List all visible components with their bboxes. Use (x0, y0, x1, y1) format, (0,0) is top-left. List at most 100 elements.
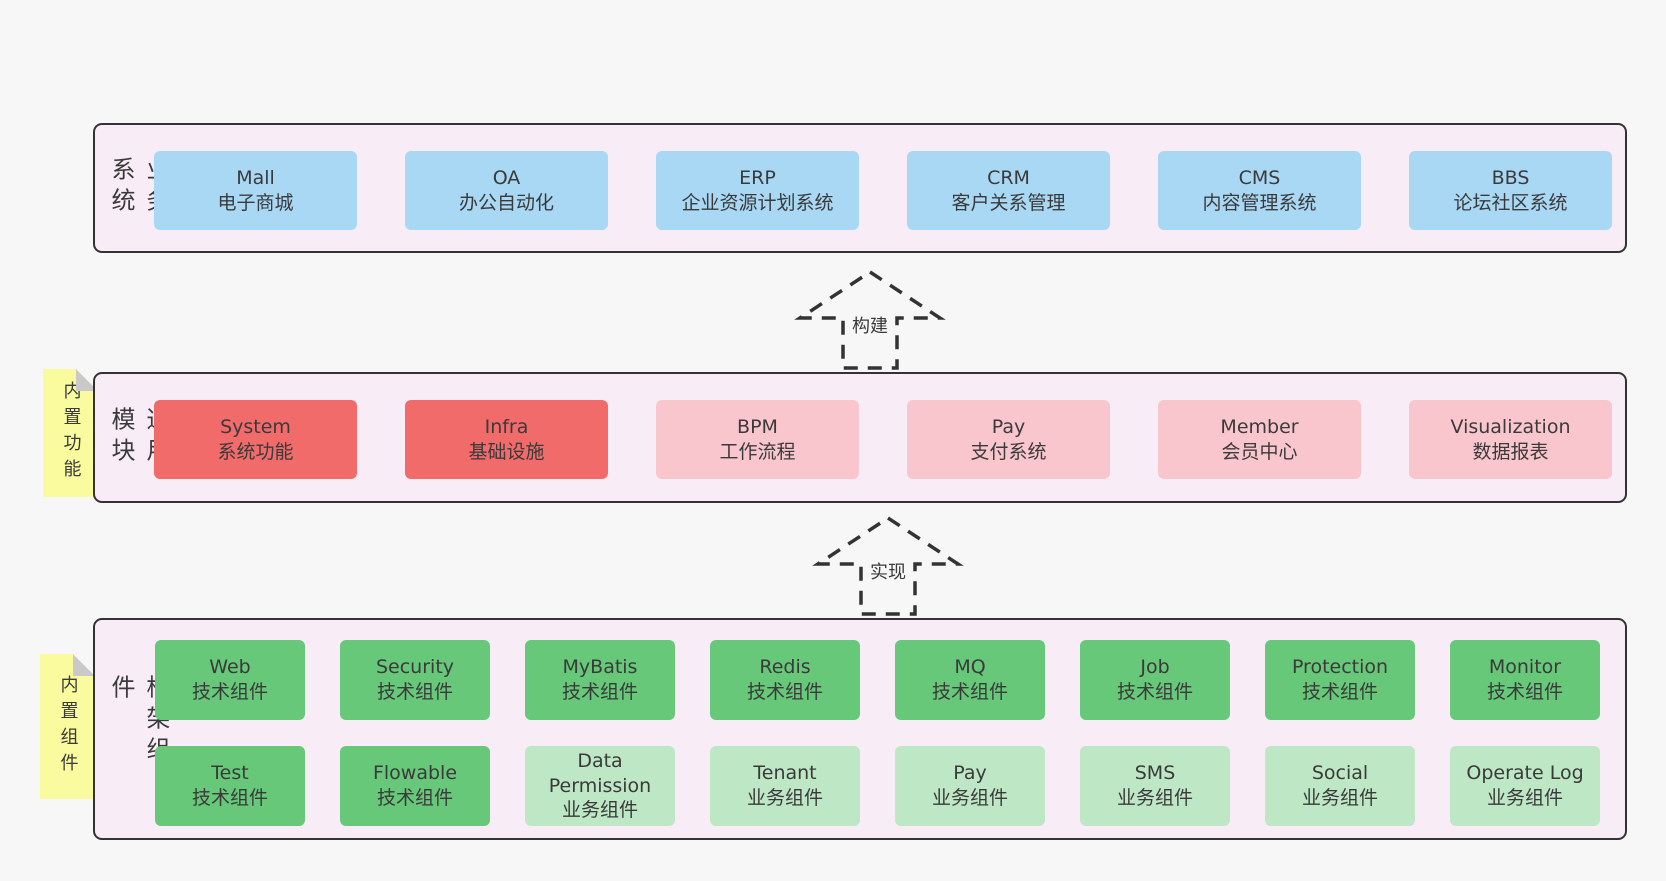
box-title: Visualization (1450, 415, 1571, 438)
box-oa: OA 办公自动化 (405, 151, 608, 230)
box-subtitle: 技术组件 (191, 787, 268, 809)
box-pay-module: Pay 支付系统 (907, 400, 1110, 479)
box-subtitle: 内容管理系统 (1202, 191, 1317, 214)
box-title: MQ (954, 656, 986, 679)
box-crm: CRM 客户关系管理 (907, 151, 1110, 230)
box-member: Member 会员中心 (1158, 400, 1361, 479)
sticky-note-label: 内置功能 (60, 381, 82, 485)
sticky-note-builtin-features: 内置功能 (43, 369, 98, 497)
box-subtitle: 基础设施 (468, 440, 545, 463)
business-systems-row: Mall 电子商城 OA 办公自动化 ERP 企业资源计划系统 CRM 客户关系… (154, 151, 1612, 230)
box-title: Pay (991, 415, 1026, 438)
box-title: OA (492, 166, 521, 189)
box-title: Web (209, 656, 251, 679)
folded-corner-icon (73, 654, 95, 676)
box-subtitle: 客户关系管理 (951, 191, 1066, 214)
box-mall: Mall 电子商城 (154, 151, 357, 230)
box-subtitle: 技术组件 (1301, 681, 1378, 703)
box-mq: MQ 技术组件 (895, 640, 1045, 720)
box-title: ERP (739, 166, 776, 189)
box-subtitle: 技术组件 (191, 681, 268, 703)
box-data-permission: Data Permission 业务组件 (525, 746, 675, 826)
box-subtitle: 技术组件 (931, 681, 1008, 703)
box-erp: ERP 企业资源计划系统 (656, 151, 859, 230)
box-title: Member (1220, 415, 1299, 438)
box-subtitle: 业务组件 (931, 787, 1008, 809)
box-test: Test 技术组件 (155, 746, 305, 826)
box-title: Infra (484, 415, 529, 438)
box-tenant: Tenant 业务组件 (710, 746, 860, 826)
box-subtitle: 会员中心 (1221, 440, 1298, 463)
box-infra: Infra 基础设施 (405, 400, 608, 479)
up-arrow-icon (794, 269, 946, 370)
box-protection: Protection 技术组件 (1265, 640, 1415, 720)
box-bpm: BPM 工作流程 (656, 400, 859, 479)
box-social: Social 业务组件 (1265, 746, 1415, 826)
box-subtitle: 企业资源计划系统 (681, 191, 834, 214)
up-arrow-icon (812, 515, 964, 616)
box-subtitle: 技术组件 (746, 681, 823, 703)
sticky-note-label: 内置组件 (57, 674, 79, 779)
box-bbs: BBS 论坛社区系统 (1409, 151, 1612, 230)
box-title: System (220, 415, 291, 438)
box-subtitle: 工作流程 (719, 440, 796, 463)
box-monitor: Monitor 技术组件 (1450, 640, 1600, 720)
box-title: Pay (953, 762, 987, 785)
box-subtitle: 系统功能 (217, 440, 294, 463)
common-modules-row: System 系统功能 Infra 基础设施 BPM 工作流程 Pay 支付系统… (154, 400, 1612, 479)
box-redis: Redis 技术组件 (710, 640, 860, 720)
band-business-systems: 业务系统 Mall 电子商城 OA 办公自动化 ERP 企业资源计划系统 CRM… (93, 123, 1627, 253)
box-title: Operate Log (1466, 762, 1584, 785)
box-title: MyBatis (562, 656, 638, 679)
box-subtitle: 办公自动化 (458, 191, 554, 214)
band-framework-components: 框架组件 Web 技术组件 Security 技术组件 MyBatis 技术组件… (93, 618, 1627, 840)
box-operate-log: Operate Log 业务组件 (1450, 746, 1600, 826)
box-subtitle: 技术组件 (561, 681, 638, 703)
box-sms: SMS 业务组件 (1080, 746, 1230, 826)
box-title: Job (1140, 656, 1170, 679)
box-title: BBS (1491, 166, 1530, 189)
framework-components-row-2: Test 技术组件 Flowable 技术组件 Data Permission … (155, 746, 1600, 826)
box-title: SMS (1134, 762, 1176, 785)
box-subtitle: 数据报表 (1472, 440, 1549, 463)
box-title: Redis (759, 656, 811, 679)
box-flowable: Flowable 技术组件 (340, 746, 490, 826)
box-subtitle: 技术组件 (376, 681, 453, 703)
box-subtitle: 论坛社区系统 (1453, 191, 1568, 214)
box-cms: CMS 内容管理系统 (1158, 151, 1361, 230)
box-title: Tenant (753, 762, 817, 785)
box-system: System 系统功能 (154, 400, 357, 479)
box-subtitle: 业务组件 (1301, 787, 1378, 809)
box-subtitle: 技术组件 (1116, 681, 1193, 703)
box-title: Data Permission (548, 749, 652, 797)
arrow-build-label: 构建 (846, 311, 894, 339)
arrow-implement: 实现 (803, 510, 973, 620)
box-security: Security 技术组件 (340, 640, 490, 720)
sticky-note-builtin-components: 内置组件 (40, 654, 95, 799)
box-subtitle: 业务组件 (1486, 787, 1563, 809)
band-common-modules: 通用模块 System 系统功能 Infra 基础设施 BPM 工作流程 Pay… (93, 372, 1627, 503)
box-subtitle: 业务组件 (1116, 787, 1193, 809)
arrow-build: 构建 (785, 264, 955, 374)
box-title: Social (1311, 762, 1369, 785)
box-title: Monitor (1488, 656, 1562, 679)
box-title: Test (211, 762, 249, 785)
box-title: Protection (1291, 656, 1389, 679)
box-pay-component: Pay 业务组件 (895, 746, 1045, 826)
box-visualization: Visualization 数据报表 (1409, 400, 1612, 479)
box-title: Security (375, 656, 455, 679)
arrow-implement-label: 实现 (864, 557, 912, 585)
box-title: BPM (737, 415, 778, 438)
box-web: Web 技术组件 (155, 640, 305, 720)
box-subtitle: 技术组件 (1486, 681, 1563, 703)
box-title: Mall (236, 166, 275, 189)
box-job: Job 技术组件 (1080, 640, 1230, 720)
box-subtitle: 业务组件 (561, 799, 638, 822)
box-title: Flowable (372, 762, 458, 785)
box-title: CMS (1238, 166, 1281, 189)
framework-components-row-1: Web 技术组件 Security 技术组件 MyBatis 技术组件 Redi… (155, 640, 1600, 720)
box-subtitle: 技术组件 (376, 787, 453, 809)
box-subtitle: 支付系统 (970, 440, 1047, 463)
box-subtitle: 电子商城 (217, 191, 294, 214)
